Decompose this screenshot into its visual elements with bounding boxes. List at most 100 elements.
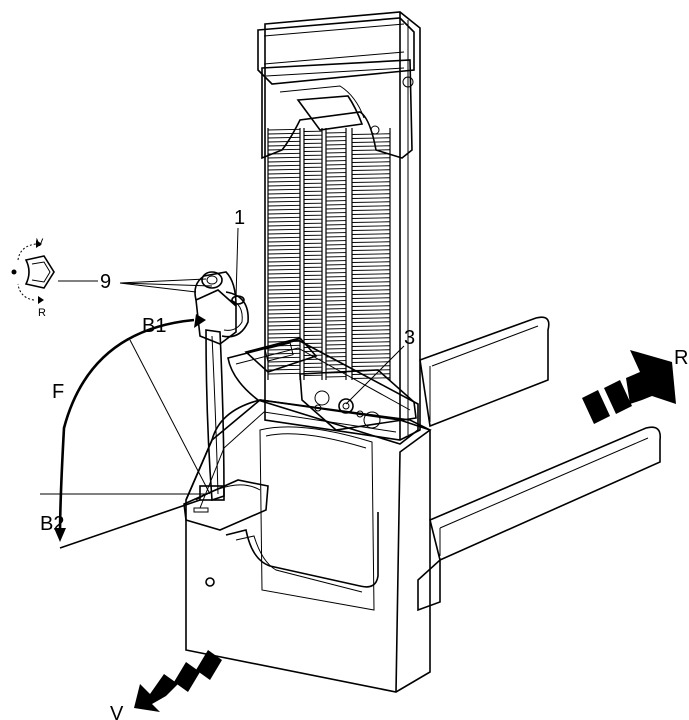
- chain-link: [267, 212, 301, 215]
- chain-link: [351, 261, 391, 263]
- chain-link: [267, 336, 301, 339]
- chain-link: [351, 141, 391, 143]
- chain-link: [351, 373, 391, 375]
- chain-link: [351, 341, 391, 343]
- chain-link: [351, 161, 391, 163]
- chain-link: [267, 280, 301, 283]
- chain-link: [351, 205, 391, 207]
- chain-link: [267, 284, 301, 287]
- chain-link: [267, 128, 301, 131]
- chain-link: [351, 237, 391, 239]
- chain-link: [351, 265, 391, 267]
- chain-link: [267, 180, 301, 183]
- chain-link: [267, 292, 301, 295]
- chain-link: [267, 184, 301, 187]
- chain-link: [351, 333, 391, 335]
- callout-9: 9: [100, 271, 111, 293]
- throttle-reverse-label: R: [38, 307, 46, 319]
- chain-link: [267, 168, 301, 171]
- chain-link: [267, 328, 301, 331]
- chain-link: [267, 248, 301, 251]
- chain-link: [267, 300, 301, 303]
- chain-link: [351, 177, 391, 179]
- direction-label-forward: V: [110, 703, 124, 720]
- chain-link: [351, 305, 391, 307]
- chain-link: [267, 192, 301, 195]
- chain-link: [351, 297, 391, 299]
- chain-link: [267, 272, 301, 275]
- chain-link: [267, 172, 301, 175]
- throttle-forward-label: V: [36, 237, 44, 249]
- chain-link: [267, 260, 301, 263]
- chain-link: [351, 281, 391, 283]
- chain-link: [351, 157, 391, 159]
- chain-link: [267, 160, 301, 163]
- chain-link: [351, 137, 391, 139]
- chain-link: [351, 133, 391, 135]
- chain-link: [351, 197, 391, 199]
- chain-link: [267, 220, 301, 223]
- chain-link: [351, 189, 391, 191]
- tiller-arm: [194, 271, 249, 502]
- chain-link: [267, 244, 301, 247]
- chain-link: [351, 317, 391, 319]
- chain-link: [267, 288, 301, 291]
- chain-link: [267, 360, 301, 363]
- chain-link: [267, 304, 301, 307]
- chain-link: [267, 132, 301, 135]
- chain-link: [351, 257, 391, 259]
- chain-link: [267, 140, 301, 143]
- chain-link: [351, 221, 391, 223]
- mast-chains: [267, 128, 391, 380]
- chain-link: [267, 324, 301, 327]
- chain-link: [267, 256, 301, 259]
- chain-link: [351, 229, 391, 231]
- chain-link: [351, 309, 391, 311]
- chain-link: [267, 296, 301, 299]
- chain-link: [267, 164, 301, 167]
- chain-link: [351, 201, 391, 203]
- chain-link: [267, 240, 301, 243]
- chain-link: [351, 345, 391, 347]
- chain-link: [267, 232, 301, 235]
- chain-link: [267, 200, 301, 203]
- chain-link: [351, 349, 391, 351]
- chain-link: [267, 224, 301, 227]
- direction-arrow-reverse: [582, 350, 676, 424]
- chain-link: [267, 320, 301, 323]
- chain-link: [351, 313, 391, 315]
- chain-link: [267, 216, 301, 219]
- callout-b1: B1: [142, 315, 166, 337]
- callout-f: F: [52, 381, 64, 403]
- chain-link: [267, 252, 301, 255]
- forks: [417, 316, 662, 612]
- chain-link: [351, 329, 391, 331]
- chain-link: [267, 312, 301, 315]
- chain-link: [267, 176, 301, 179]
- chain-link: [351, 153, 391, 155]
- chain-link: [351, 213, 391, 215]
- chain-link: [351, 209, 391, 211]
- chain-link: [351, 165, 391, 167]
- chain-link: [267, 356, 301, 359]
- chain-link: [351, 289, 391, 291]
- chain-link: [267, 348, 301, 351]
- chain-link: [351, 185, 391, 187]
- chain-link: [351, 249, 391, 251]
- chain-link: [267, 156, 301, 159]
- truck-body: [183, 337, 432, 693]
- chain-link: [351, 277, 391, 279]
- chain-link: [267, 316, 301, 319]
- chain-link: [267, 196, 301, 199]
- chain-link: [351, 173, 391, 175]
- chain-link: [351, 325, 391, 327]
- chain-link: [267, 148, 301, 151]
- chain-link: [351, 301, 391, 303]
- chain-link: [267, 208, 301, 211]
- chain-link: [351, 233, 391, 235]
- chain-link: [267, 136, 301, 139]
- chain-link: [267, 268, 301, 271]
- chain-link: [351, 225, 391, 227]
